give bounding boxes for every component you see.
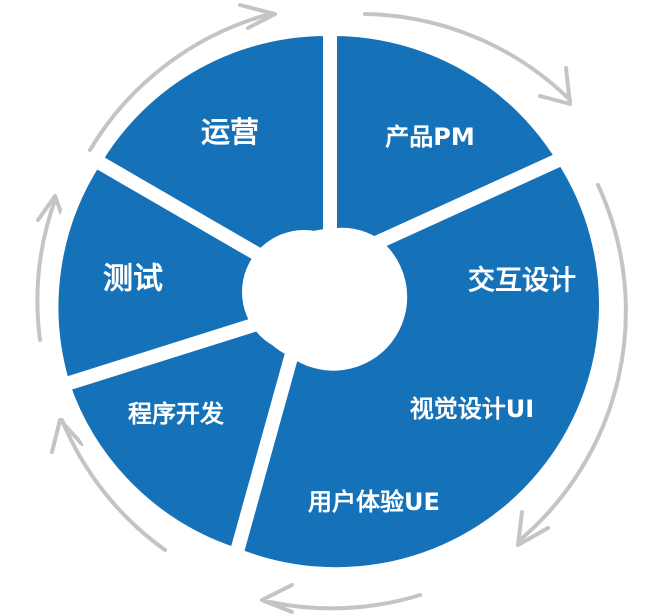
arrow-top-left-head	[238, 3, 277, 30]
label-program-development: 程序开发	[128, 400, 224, 428]
arrow-bottom-head	[260, 583, 294, 614]
label-product-pm: 产品PM	[385, 123, 474, 151]
label-user-experience-ue: 用户体验UE	[308, 488, 440, 516]
cycle-arrows	[35, 3, 628, 614]
label-operations: 运营	[201, 115, 259, 149]
segment-design	[227, 149, 613, 582]
arrow-right-head	[516, 510, 550, 547]
segment-product-pm	[323, 21, 574, 252]
center-hub	[242, 230, 366, 354]
arrow-bottom-left	[60, 418, 167, 552]
label-interaction-design: 交互设计	[468, 265, 576, 297]
arrow-bottom	[268, 593, 422, 611]
arrow-right	[518, 183, 628, 542]
arrow-top-right	[363, 12, 572, 102]
arrow-left	[35, 198, 57, 342]
arrow-top-left	[88, 12, 272, 152]
arrow-top-right-head	[538, 66, 572, 106]
arrow-bottom-left-head	[50, 418, 84, 454]
label-testing: 测试	[103, 262, 163, 297]
label-visual-design-ui: 视觉设计UI	[410, 395, 534, 423]
